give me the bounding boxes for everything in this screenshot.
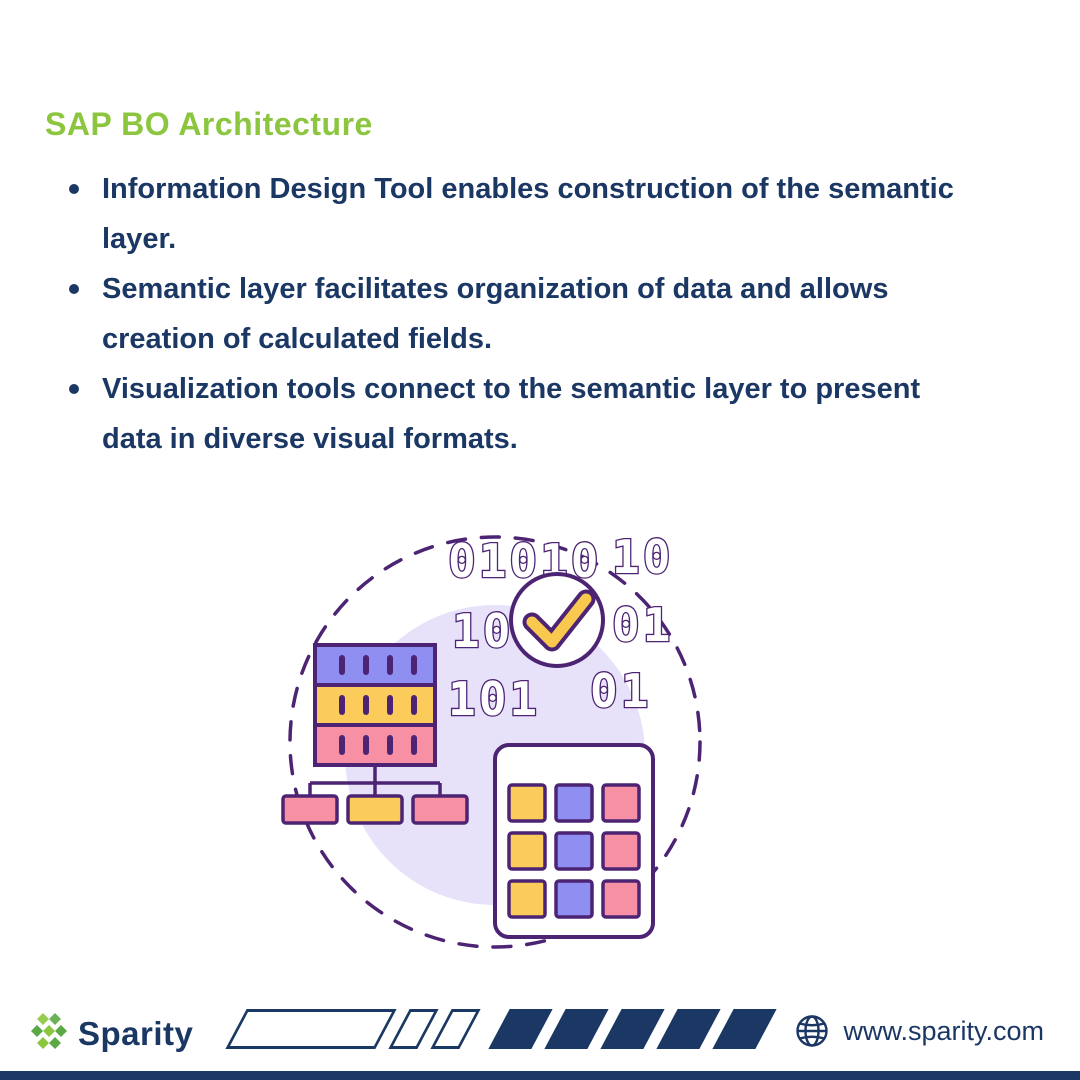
hierarchy-tree-icon: [281, 765, 469, 825]
globe-icon: [796, 1015, 829, 1047]
decorative-stripes: [225, 1009, 777, 1049]
stripe-outline: [430, 1009, 481, 1049]
stripe-solid: [712, 1009, 777, 1049]
stripe-solid: [488, 1009, 553, 1049]
sparity-logo-icon: [31, 1013, 67, 1049]
footer: Sparity www.sparity.com: [0, 991, 1080, 1071]
calculator-grid-icon: [493, 743, 655, 939]
svg-text:01: 01: [612, 598, 673, 652]
stripe-outline-wide: [225, 1009, 397, 1049]
bullet-list: Information Design Tool enables construc…: [66, 164, 981, 464]
dashed-circle: [288, 535, 702, 949]
stripe-solid: [656, 1009, 721, 1049]
check-circle-icon: [509, 572, 605, 668]
architecture-illustration: 01010 10 10 01 101 01: [281, 529, 702, 949]
website: www.sparity.com: [794, 1013, 1044, 1049]
brand-name: Sparity: [78, 1015, 194, 1052]
bullet-item: Information Design Tool enables construc…: [66, 164, 981, 264]
binary-digits: 01010 10 10 01 101 01: [447, 529, 673, 728]
stripe-solid: [544, 1009, 609, 1049]
bullet-item: Semantic layer facilitates organization …: [66, 264, 981, 364]
database-table-icon: [313, 643, 437, 767]
svg-text:101: 101: [448, 672, 540, 726]
brand-logo: Sparity: [28, 1013, 193, 1055]
svg-text:10: 10: [452, 604, 513, 658]
page-title: SAP BO Architecture: [45, 106, 373, 142]
stripe-solid: [600, 1009, 665, 1049]
stripe-outline: [388, 1009, 439, 1049]
svg-text:10: 10: [612, 530, 673, 584]
svg-text:01: 01: [590, 664, 651, 718]
website-url: www.sparity.com: [843, 1015, 1044, 1046]
bullet-item: Visualization tools connect to the seman…: [66, 364, 981, 464]
bottom-accent-bar: [0, 1071, 1080, 1080]
